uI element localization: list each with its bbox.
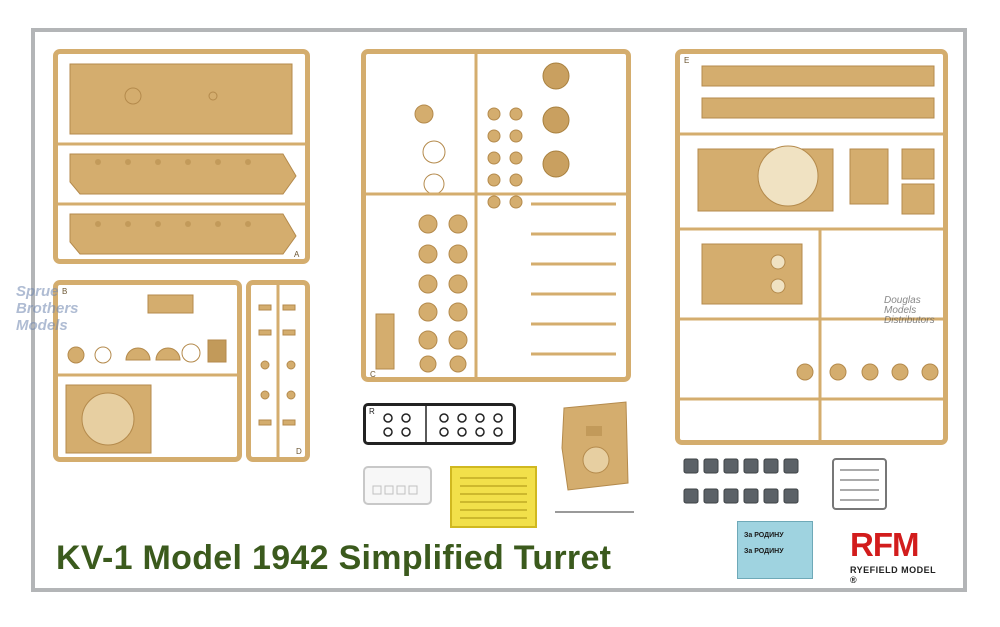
track-sprue-parts bbox=[840, 469, 879, 501]
sprue-e-parts bbox=[680, 65, 943, 440]
track-links bbox=[680, 455, 817, 509]
photo-etch-fret bbox=[450, 466, 537, 528]
sprue-a: A bbox=[53, 49, 310, 264]
sprue-d: D bbox=[246, 280, 310, 462]
sprue-a-parts bbox=[58, 63, 305, 255]
watermark-left-line-3: Models bbox=[16, 317, 68, 334]
sprue-a-label: A bbox=[294, 250, 300, 259]
sprue-b-label: B bbox=[62, 287, 68, 296]
sprue-d-label: D bbox=[296, 447, 302, 456]
barrel-part bbox=[555, 511, 634, 513]
turret-part bbox=[556, 398, 633, 492]
sprue-d-parts bbox=[258, 285, 296, 457]
sprue-r-parts bbox=[383, 406, 503, 442]
sprue-c-label: C bbox=[370, 370, 376, 379]
sprue-r: R bbox=[363, 403, 516, 445]
watermark-right-line-3: Distributors bbox=[884, 315, 935, 326]
brand-logo-text: RYEFIELD MODEL ® bbox=[850, 565, 945, 585]
watermark-left: Sprue Brothers Models bbox=[16, 283, 116, 341]
watermark-left-line-1: Sprue bbox=[16, 283, 59, 300]
clear-parts bbox=[372, 485, 418, 495]
sprue-b: B bbox=[53, 280, 242, 462]
decal-line-1: За РОДИНУ bbox=[744, 532, 784, 539]
brand-logo: RFM RYEFIELD MODEL ® bbox=[850, 526, 945, 585]
watermark-right: Douglas Models Distributors bbox=[884, 296, 984, 336]
track-sprue bbox=[832, 458, 887, 510]
turret-shape bbox=[561, 401, 629, 491]
clear-parts-sprue bbox=[363, 466, 432, 505]
sprue-c-parts bbox=[366, 54, 626, 377]
product-title: KV-1 Model 1942 Simplified Turret bbox=[56, 539, 612, 577]
decal-sheet: За РОДИНУ За РОДИНУ bbox=[737, 521, 813, 579]
watermark-right-line-1: Douglas bbox=[884, 295, 921, 306]
registered-mark: ® bbox=[850, 575, 858, 585]
watermark-right-line-2: Models bbox=[884, 305, 917, 316]
track-links-parts bbox=[683, 458, 799, 504]
sprue-e-label: E bbox=[684, 56, 690, 65]
photo-etch-parts bbox=[460, 477, 527, 519]
sprue-r-label: R bbox=[369, 407, 375, 416]
brand-logo-mark: RFM bbox=[850, 526, 919, 563]
watermark-left-line-2: Brothers bbox=[16, 300, 79, 317]
sprue-c: C bbox=[361, 49, 631, 382]
sprue-b-parts bbox=[58, 294, 237, 454]
decal-line-2: За РОДИНУ bbox=[744, 548, 784, 555]
sprue-e: E bbox=[675, 49, 948, 445]
brand-name: RYEFIELD MODEL bbox=[850, 565, 937, 575]
